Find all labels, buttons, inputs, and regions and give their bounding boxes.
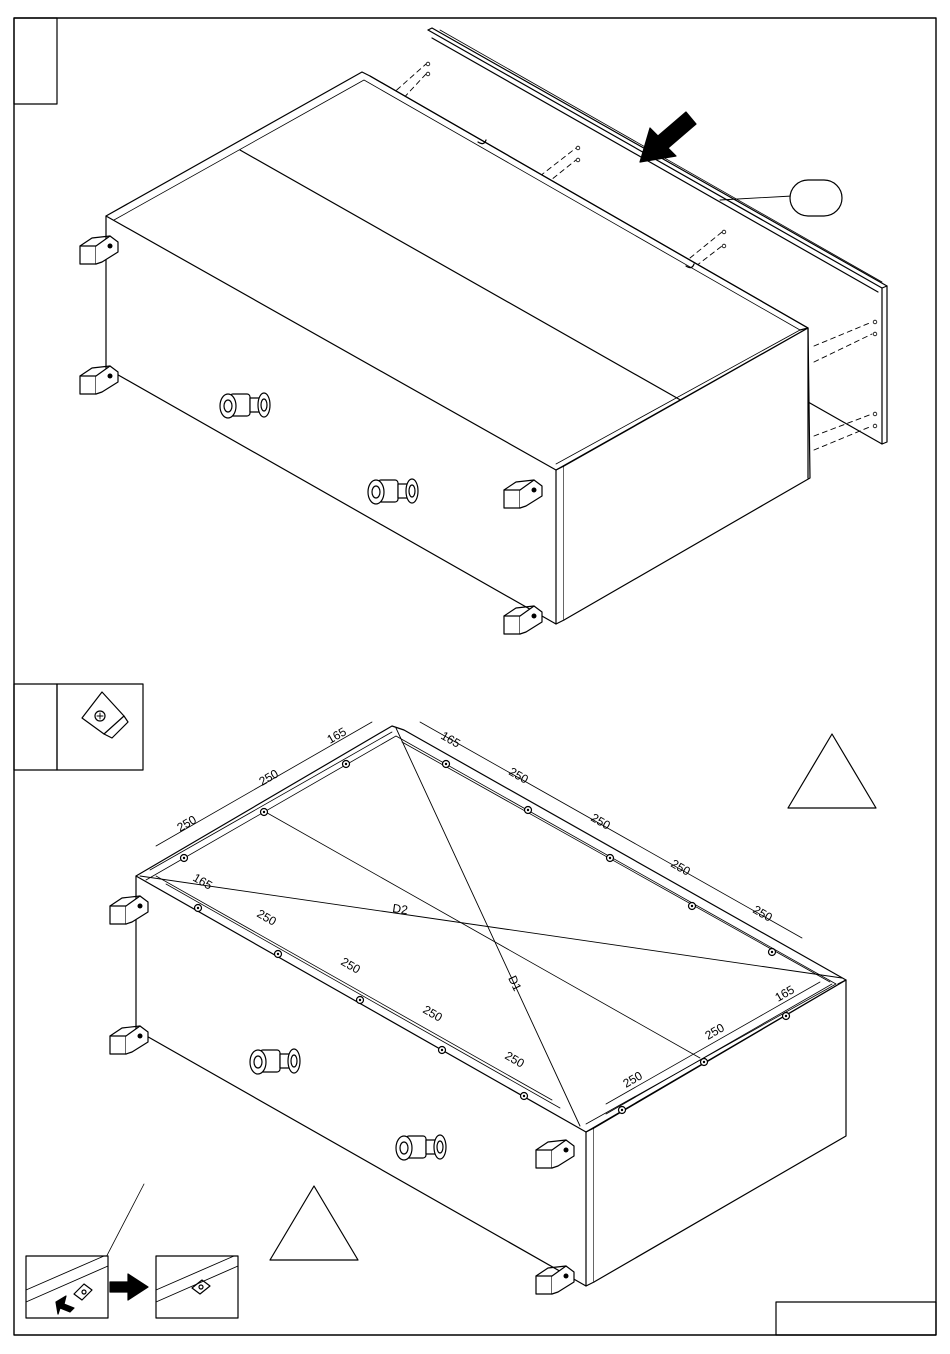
top-step [14, 18, 887, 634]
dim-top-right-4: 250 [669, 856, 694, 878]
diagonal-d2-label: D2 [392, 901, 409, 917]
corner-bracket-icon [82, 692, 128, 738]
dim-top-rear-1: 165 [325, 724, 350, 746]
dim-top-right-2: 250 [507, 764, 532, 786]
footer-box [776, 1302, 936, 1335]
top-step-number-box [14, 18, 57, 104]
arrow-icon [110, 1274, 148, 1300]
arrow-icon [640, 112, 696, 162]
bottom-step: 165 250 250 165 250 250 250 250 165 250 … [14, 684, 936, 1335]
dim-top-right-5: 250 [751, 902, 776, 924]
dim-top-right-1: 165 [439, 728, 464, 750]
bottom-step-number-box [14, 684, 57, 770]
adjustable-foot-icon [220, 393, 418, 504]
detail-inset-after [156, 1256, 238, 1318]
detail-inset-before [26, 1184, 144, 1318]
part-callout [720, 180, 842, 216]
adjustable-foot-icon [250, 1049, 446, 1160]
cabinet-body-bottom [136, 726, 846, 1286]
cabinet-body-top [106, 72, 810, 624]
dim-top-rear-3: 250 [175, 812, 200, 834]
dim-top-rear-2: 250 [257, 766, 282, 788]
